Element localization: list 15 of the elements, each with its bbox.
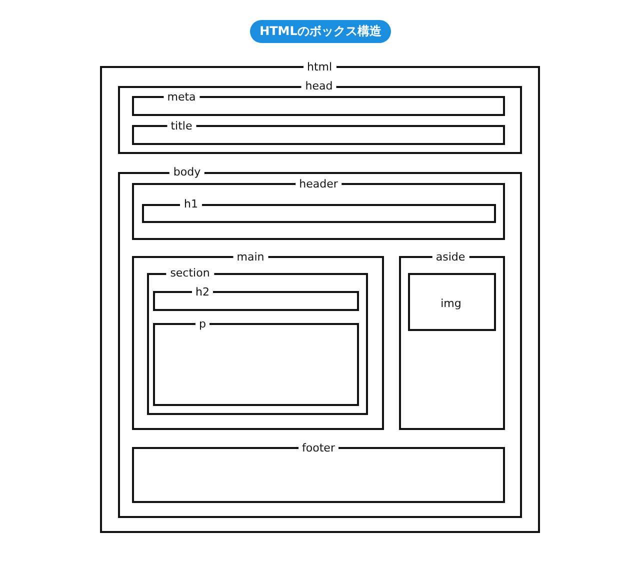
tag-label: head (301, 80, 337, 92)
tag-label: body (169, 166, 205, 178)
tag-label: meta (163, 90, 200, 103)
tag-label: h2 (192, 285, 214, 298)
tag-label: footer (298, 441, 339, 454)
tag-label: main (232, 250, 268, 263)
title-pill: HTMLのボックス構造 (250, 20, 391, 43)
tag-label: section (166, 266, 214, 280)
element-box (408, 272, 496, 330)
tag-label: html (302, 60, 336, 73)
tag-label: aside (432, 250, 470, 263)
tag-label: h1 (180, 198, 202, 210)
tag-label: header (295, 177, 342, 190)
tag-label: title (166, 119, 196, 132)
tag-label: img (440, 296, 462, 310)
